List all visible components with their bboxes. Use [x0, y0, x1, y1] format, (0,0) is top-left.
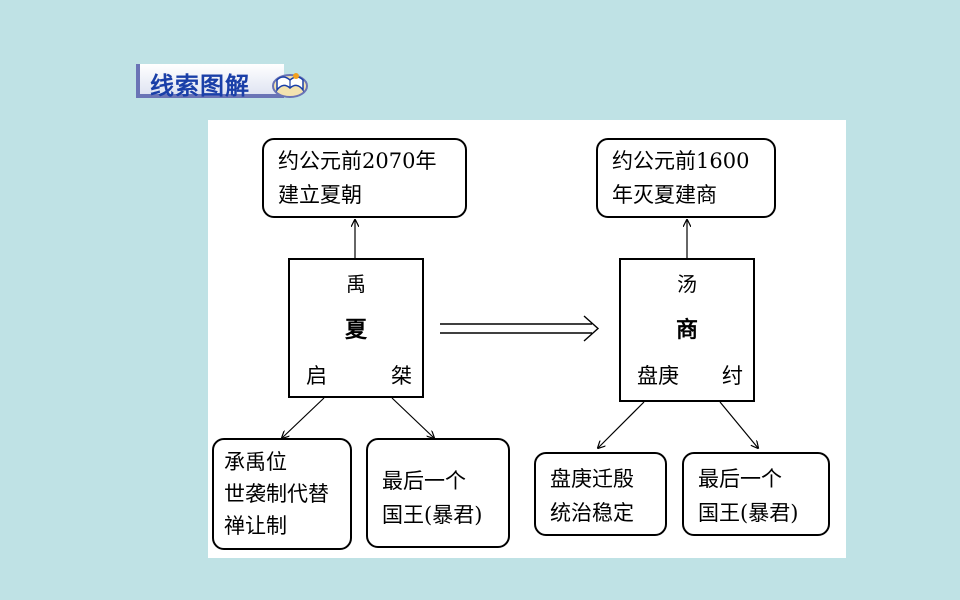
section-title: 线索图解	[150, 72, 250, 100]
shang-founder: 汤	[677, 272, 697, 296]
xia-event-line-1: 约公元前2070年	[278, 149, 437, 173]
shang-ruler-zhou: 纣	[722, 364, 743, 388]
shang-dynasty-box: 汤 商 盘庚 纣	[619, 258, 755, 402]
shang-pangeng-note-box: 盘庚迁殷 统治稳定	[534, 452, 667, 536]
xia-qi-note-box: 承禹位 世袭制代替 禅让制	[212, 438, 352, 550]
shang-event-line-1: 约公元前1600	[612, 149, 750, 173]
shang-pangeng-note-line-2: 统治稳定	[550, 501, 634, 525]
xia-jie-note-box: 最后一个 国王(暴君)	[366, 438, 510, 548]
open-book-icon	[272, 73, 308, 98]
xia-ruler-qi: 启	[306, 364, 327, 388]
shang-founding-event-box: 约公元前1600 年灭夏建商	[596, 138, 776, 218]
section-title-badge: 线索图解	[136, 64, 308, 100]
shang-to-pangeng-arrow	[598, 401, 645, 448]
xia-to-shang-double-arrow	[440, 315, 600, 342]
shang-event-line-2: 年灭夏建商	[612, 183, 717, 207]
xia-founder: 禹	[346, 272, 366, 296]
xia-jie-note-line-1: 最后一个	[382, 469, 466, 493]
title-bar	[136, 64, 284, 98]
connector-lines	[208, 120, 846, 558]
xia-dynasty-name: 夏	[344, 317, 367, 343]
xia-qi-note-line-3: 禅让制	[224, 514, 287, 538]
xia-event-line-2: 建立夏朝	[278, 183, 362, 207]
shang-ruler-pangeng: 盘庚	[637, 364, 679, 388]
xia-ruler-jie: 桀	[391, 364, 412, 388]
xia-dynasty-box: 禹 夏 启 桀	[288, 258, 424, 398]
diagram-panel: 约公元前2070年 建立夏朝 约公元前1600 年灭夏建商 禹 夏 启 桀 汤 …	[208, 120, 846, 558]
xia-qi-note-line-1: 承禹位	[224, 450, 287, 474]
shang-dynasty-name: 商	[675, 317, 698, 343]
shang-zhou-note-line-2: 国王(暴君)	[698, 501, 799, 525]
xia-to-jie-arrow	[391, 397, 434, 438]
xia-qi-note-line-2: 世袭制代替	[224, 482, 329, 506]
xia-jie-note-line-2: 国王(暴君)	[382, 503, 483, 527]
shang-to-zhou-arrow	[719, 401, 758, 448]
xia-to-qi-arrow	[282, 397, 325, 438]
xia-founding-event-box: 约公元前2070年 建立夏朝	[262, 138, 467, 218]
shang-zhou-note-box: 最后一个 国王(暴君)	[682, 452, 830, 536]
shang-pangeng-note-line-1: 盘庚迁殷	[550, 467, 634, 491]
shang-zhou-note-line-1: 最后一个	[698, 467, 782, 491]
